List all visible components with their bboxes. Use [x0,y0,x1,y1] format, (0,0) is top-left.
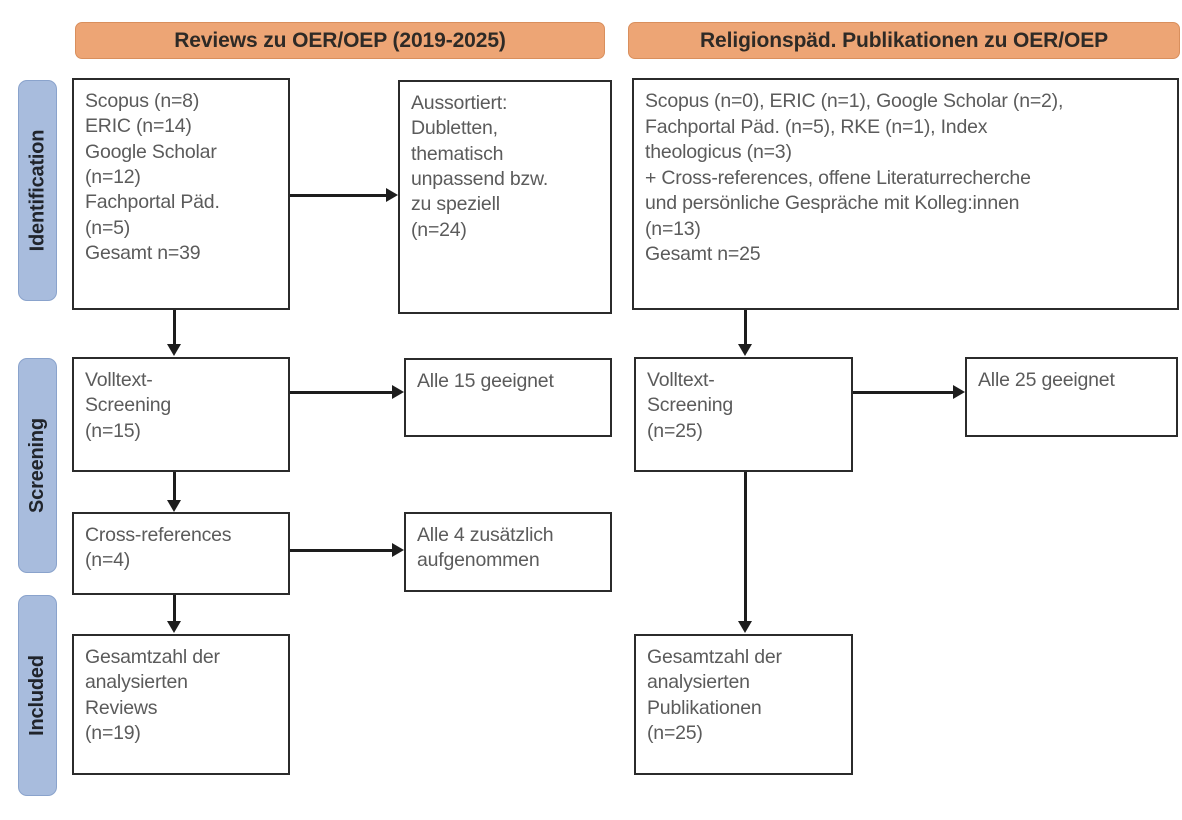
arrowhead-left-sources-to-excluded [386,188,398,202]
box-left-screening-crossrefs: Cross-references (n=4) [72,512,290,595]
column-header-right: Religionspäd. Publikationen zu OER/OEP [628,22,1180,59]
connector-right-sources-to-fulltext [744,310,747,346]
connector-left-fulltext-to-crossrefs [173,472,176,502]
connector-left-fulltext-to-result [290,391,393,394]
box-left-screening-fulltext-result: Alle 15 geeignet [404,358,612,437]
arrowhead-right-sources-to-fulltext [738,344,752,356]
connector-left-crossrefs-to-included [173,595,176,623]
connector-left-sources-to-excluded [290,194,387,197]
stage-label-identification: Identification [26,129,48,252]
stage-label-screening: Screening [26,418,48,513]
stage-pill-identification: Identification [18,80,57,301]
arrowhead-right-fulltext-to-included [738,621,752,633]
connector-left-sources-to-fulltext [173,310,176,346]
box-right-screening-fulltext-result: Alle 25 geeignet [965,357,1178,437]
arrowhead-right-fulltext-to-result [953,385,965,399]
stage-pill-screening: Screening [18,358,57,573]
arrowhead-left-crossrefs-to-included [167,621,181,633]
box-left-included-total: Gesamtzahl der analysierten Reviews (n=1… [72,634,290,775]
box-right-included-total: Gesamtzahl der analysierten Publikatione… [634,634,853,775]
arrowhead-left-crossrefs-to-result [392,543,404,557]
box-right-identification-sources: Scopus (n=0), ERIC (n=1), Google Scholar… [632,78,1179,310]
box-left-screening-crossrefs-result: Alle 4 zusätzlich aufgenommen [404,512,612,592]
arrowhead-left-fulltext-to-crossrefs [167,500,181,512]
connector-right-fulltext-to-included [744,472,747,623]
column-header-left: Reviews zu OER/OEP (2019-2025) [75,22,605,59]
stage-label-included: Included [26,655,49,736]
connector-left-crossrefs-to-result [290,549,393,552]
box-left-screening-fulltext: Volltext- Screening (n=15) [72,357,290,472]
box-left-identification-sources: Scopus (n=8) ERIC (n=14) Google Scholar … [72,78,290,310]
arrowhead-left-fulltext-to-result [392,385,404,399]
arrowhead-left-sources-to-fulltext [167,344,181,356]
stage-pill-included: Included [18,595,57,796]
box-right-screening-fulltext: Volltext- Screening (n=25) [634,357,853,472]
connector-right-fulltext-to-result [853,391,954,394]
box-left-identification-excluded: Aussortiert: Dubletten, thematisch unpas… [398,80,612,314]
